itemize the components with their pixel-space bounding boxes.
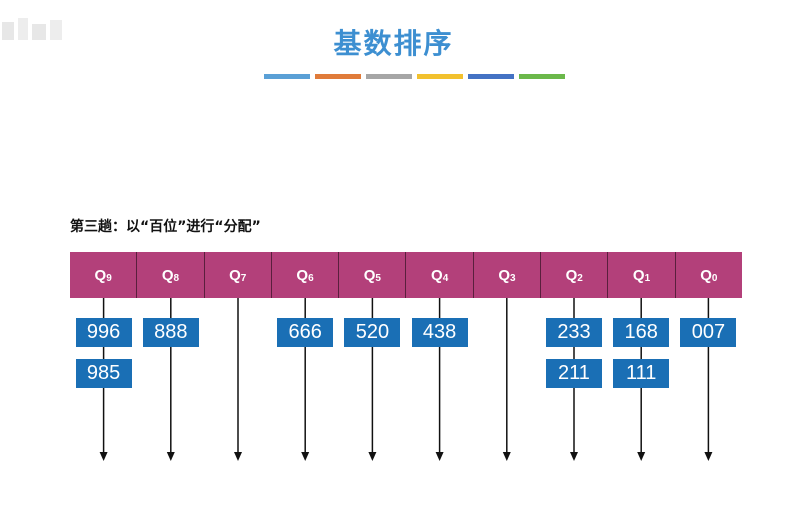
- queue-item-box: 007: [680, 318, 737, 347]
- queue-subscript: 1: [644, 272, 651, 284]
- queue-subscript: 6: [308, 272, 314, 284]
- queue-item-box: 996: [75, 318, 132, 347]
- queue-subscript: 0: [711, 272, 718, 284]
- queue-label: Q: [431, 266, 443, 284]
- color-bar-segment: [417, 74, 463, 79]
- color-bar-segment: [264, 74, 310, 79]
- arrowhead-icon: [234, 452, 242, 461]
- queue-item-box: 666: [277, 318, 334, 347]
- arrowhead-icon: [637, 452, 646, 461]
- arrowhead-icon: [704, 452, 713, 461]
- logo-icon: [2, 18, 62, 40]
- color-bar-segment: [519, 74, 565, 79]
- queue-item-box: 888: [142, 318, 199, 347]
- arrowhead-icon: [570, 452, 578, 461]
- queue-label: Q: [363, 266, 376, 284]
- queue-subscript: 8: [173, 272, 180, 284]
- color-bar-segment: [366, 74, 412, 79]
- queue-subscript: 5: [375, 272, 381, 284]
- queue-subscript: 3: [509, 272, 516, 284]
- queue-subscript: 7: [240, 272, 247, 284]
- queue-subscript: 4: [442, 272, 449, 284]
- queue-label: Q: [498, 266, 510, 284]
- queue-item-box: 211: [546, 359, 602, 388]
- color-bar-segment: [468, 74, 514, 79]
- arrowhead-icon: [301, 452, 310, 461]
- queue-item-box: 520: [344, 318, 401, 347]
- arrowhead-icon: [435, 452, 444, 461]
- arrowhead-icon: [166, 452, 175, 461]
- queue-label: Q: [632, 266, 645, 284]
- queue-label: Q: [700, 266, 712, 284]
- queue-item-box: 233: [546, 318, 602, 347]
- queue-subscript: 2: [577, 272, 583, 284]
- pass-description: 第三趟：以“百位”进行“分配”: [70, 219, 261, 235]
- page-title: 基数排序: [333, 27, 454, 60]
- queue-label: Q: [296, 266, 309, 284]
- arrowhead-icon: [502, 452, 511, 461]
- arrowhead-icon: [99, 452, 108, 461]
- queue-item-box: 438: [411, 318, 468, 347]
- queue-label: Q: [229, 266, 241, 284]
- queue-item-box: 985: [75, 359, 132, 388]
- color-bar-segment: [315, 74, 361, 79]
- watermark-logo: [0, 14, 70, 48]
- queue-label: Q: [161, 266, 174, 284]
- queue-item-box: 111: [613, 359, 670, 388]
- queue-label: Q: [565, 266, 578, 284]
- arrowhead-icon: [368, 452, 377, 461]
- queue-item-box: 168: [613, 318, 670, 347]
- queue-subscript: 9: [106, 272, 112, 284]
- queue-label: Q: [94, 266, 107, 284]
